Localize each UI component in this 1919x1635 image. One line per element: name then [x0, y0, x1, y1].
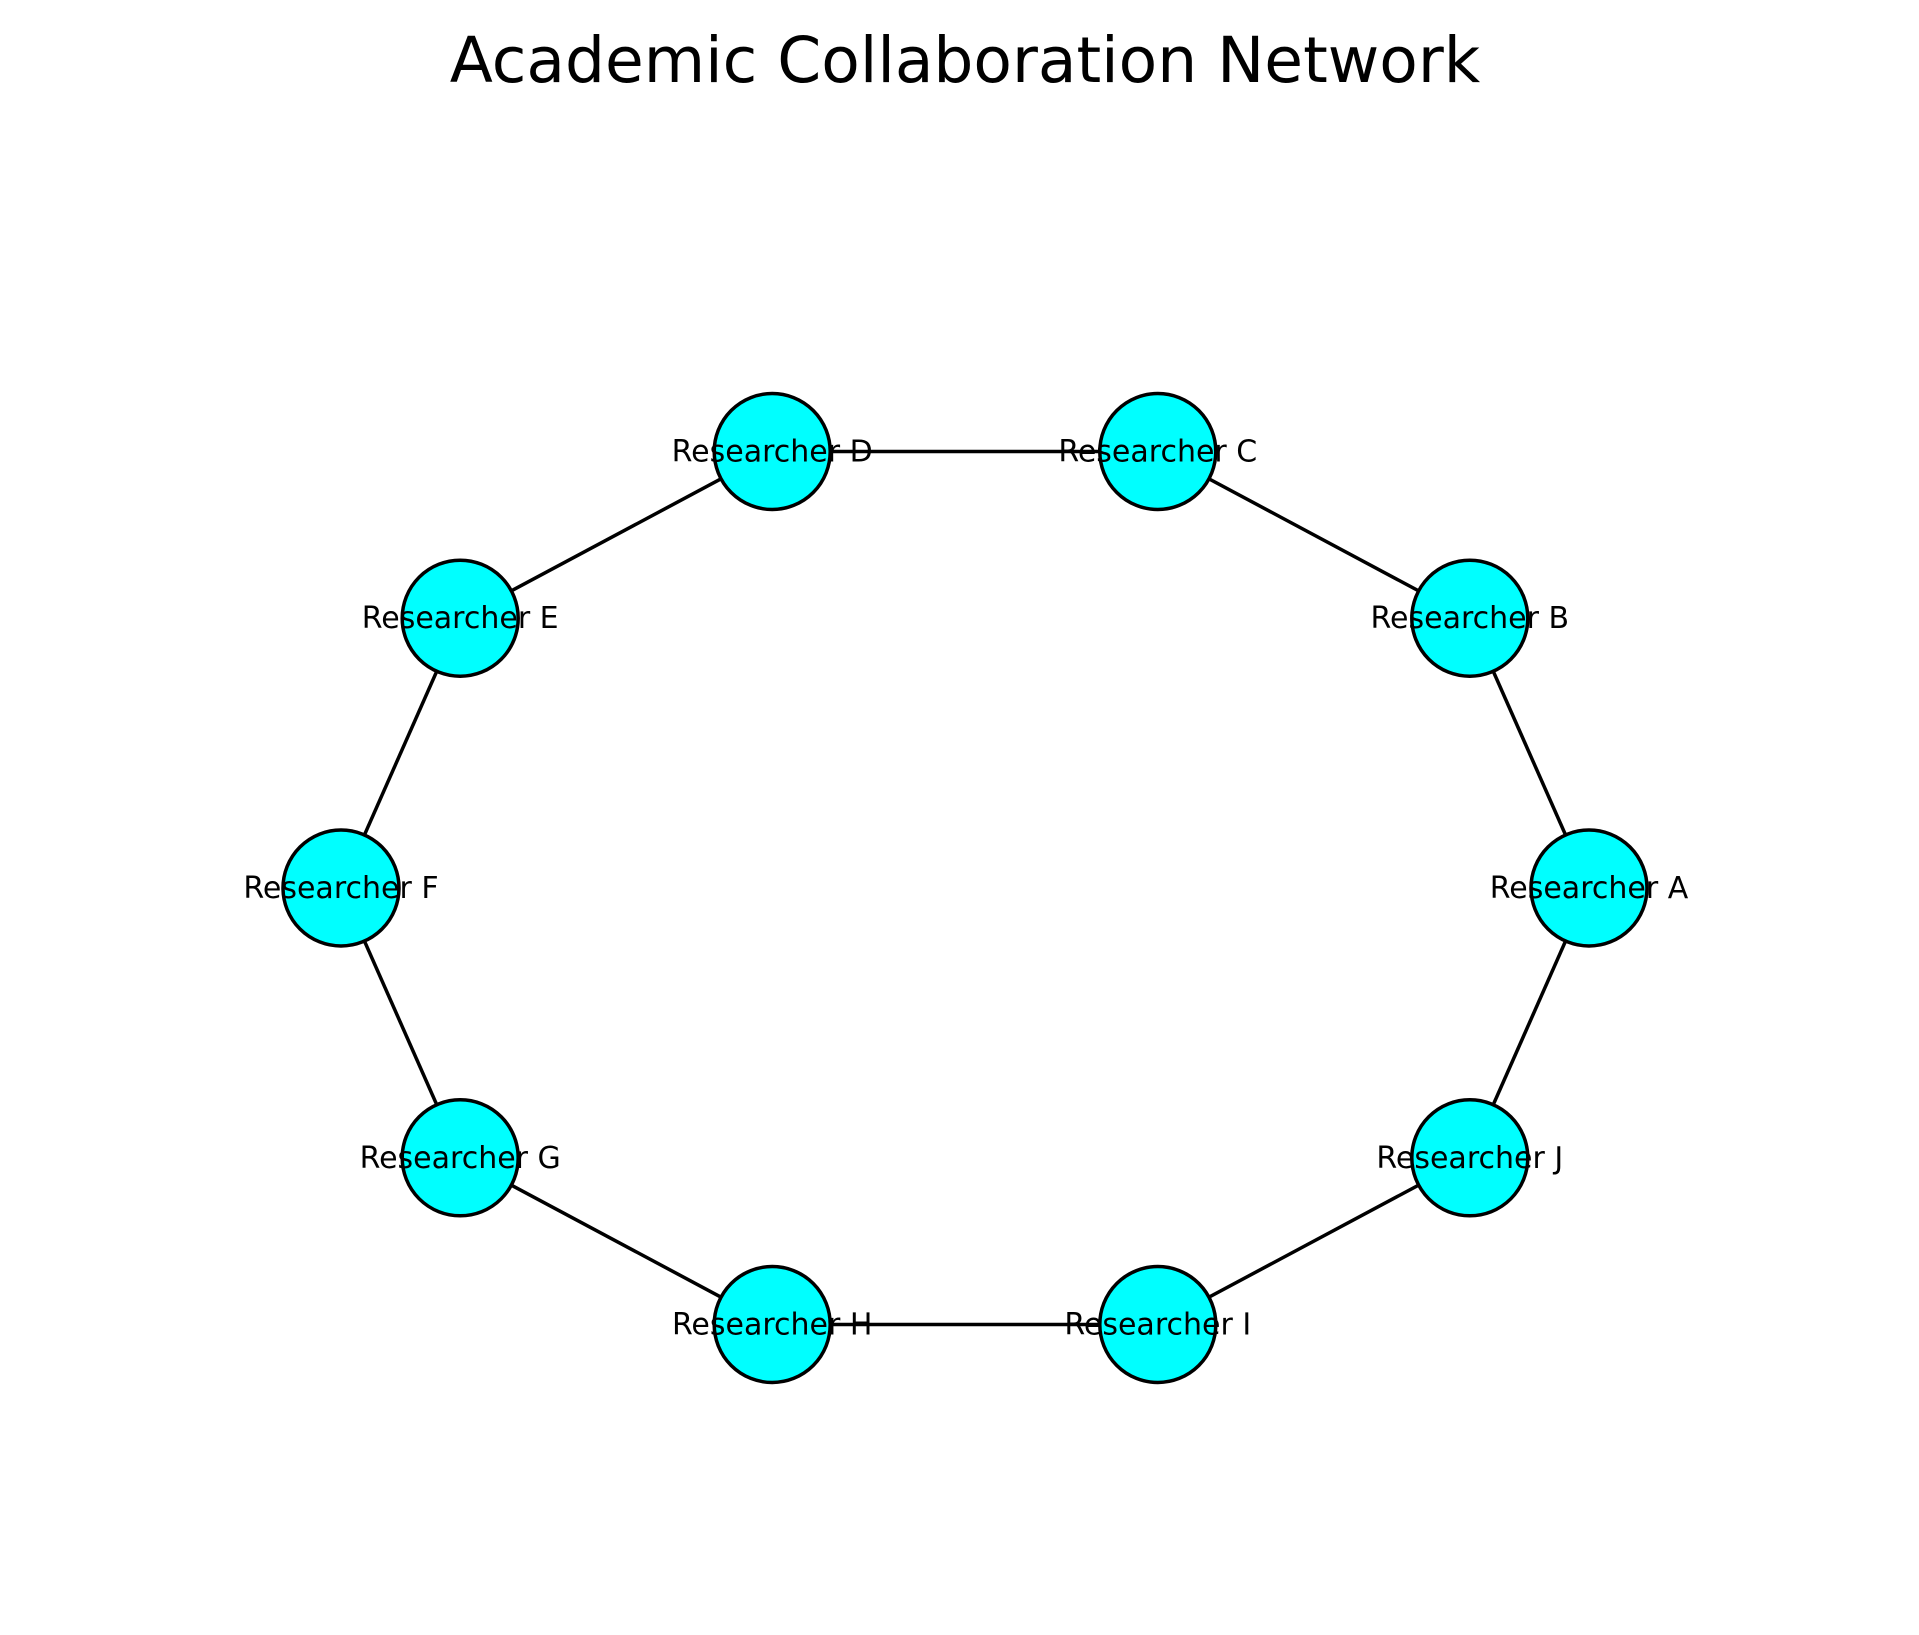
- node-label: Researcher J: [1376, 1141, 1563, 1176]
- node-researcher-b: Researcher B: [1371, 558, 1570, 678]
- node-circle: [281, 828, 401, 948]
- node-researcher-g: Researcher G: [360, 1098, 561, 1218]
- diagram-title: Academic Collaboration Network: [450, 24, 1481, 97]
- node-circle: [1410, 1098, 1530, 1218]
- node-label: Researcher H: [672, 1308, 873, 1343]
- node-researcher-f: Researcher F: [243, 828, 439, 948]
- node-researcher-h: Researcher H: [672, 1264, 873, 1385]
- node-circle: [400, 1098, 520, 1218]
- node-label: Researcher I: [1064, 1308, 1251, 1343]
- node-researcher-e: Researcher E: [362, 558, 559, 678]
- node-circle: [712, 391, 832, 512]
- node-researcher-a: Researcher A: [1490, 828, 1689, 948]
- node-circle: [712, 1264, 832, 1385]
- node-researcher-c: Researcher C: [1058, 391, 1257, 512]
- node-circle: [1098, 1264, 1218, 1385]
- node-label: Researcher G: [360, 1141, 561, 1176]
- node-label: Researcher A: [1490, 871, 1689, 906]
- nodes-layer: Researcher A Researcher B Researcher C Rese…: [243, 391, 1689, 1385]
- node-circle: [1410, 558, 1530, 678]
- node-label: Researcher F: [243, 871, 438, 906]
- node-researcher-j: Researcher J: [1376, 1098, 1563, 1218]
- node-researcher-d: Researcher D: [672, 391, 873, 512]
- node-circle: [1098, 391, 1218, 512]
- node-label: Researcher B: [1371, 601, 1570, 636]
- node-circle: [1529, 828, 1649, 948]
- node-label: Researcher D: [672, 435, 873, 470]
- node-label: Researcher C: [1058, 435, 1257, 470]
- node-circle: [400, 558, 520, 678]
- node-researcher-i: Researcher I: [1064, 1264, 1251, 1385]
- node-label: Researcher E: [362, 601, 559, 636]
